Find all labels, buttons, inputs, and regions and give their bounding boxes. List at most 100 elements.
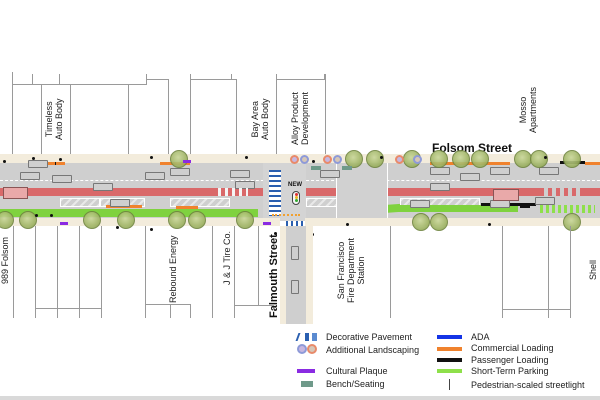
tree: [0, 211, 14, 229]
tree: [471, 150, 489, 168]
car: [20, 172, 40, 180]
tree: [188, 211, 206, 229]
streetlight: [35, 214, 38, 217]
streetlight-icon: [449, 379, 450, 390]
label-line: Station: [356, 256, 366, 285]
building-label-timeless-auto-body: Timeless Auto Body: [44, 98, 64, 140]
label-line: San Francisco: [336, 241, 346, 300]
label-line: Development: [300, 91, 310, 145]
label-line: Timeless: [44, 101, 54, 138]
streetlight: [150, 156, 153, 159]
cultural-plaque: [263, 222, 271, 225]
label-line: Fire Department: [346, 237, 356, 303]
streetlight: [346, 223, 349, 226]
legend-label: Cultural Plaque: [326, 366, 388, 376]
south-sidewalk-west: [0, 218, 280, 226]
streetlight: [380, 156, 383, 159]
legend-label: Pedestrian-scaled streetlight: [471, 380, 585, 390]
tree: [19, 211, 37, 229]
transit-lane-gap-markings: [540, 188, 580, 196]
cultural-plaque: [60, 222, 68, 225]
new-signal-label: NEW: [288, 182, 302, 188]
passenger-loading-zone: [55, 162, 56, 165]
legend-label: ADA: [471, 332, 490, 342]
label-line: Apartments: [528, 86, 538, 133]
streetlight: [312, 160, 315, 163]
legend-label: Additional Landscaping: [326, 345, 420, 355]
car: [93, 183, 113, 191]
label-line: 989 Folsom: [0, 236, 10, 284]
car: [230, 170, 250, 178]
landscaping: [323, 155, 332, 164]
label-line: Shell: [588, 259, 598, 280]
passenger-loading-zone: [520, 206, 530, 208]
streetlight: [544, 156, 547, 159]
tree: [345, 150, 363, 168]
falmouth-sidewalk-west: [280, 226, 286, 324]
decorative-pavement-icon: [295, 333, 321, 341]
building-label-sf-fire-station: San Francisco Fire Department Station: [336, 238, 366, 303]
car: [170, 168, 190, 176]
tree: [430, 213, 448, 231]
building-label-shell: Shell: [588, 260, 598, 280]
streetlight: [50, 214, 53, 217]
tree: [563, 213, 581, 231]
bike-lane-markings: [540, 205, 595, 213]
streetlight: [3, 160, 6, 163]
median-island: [336, 163, 388, 221]
streetlight: [245, 156, 248, 159]
bus: [3, 187, 28, 199]
cultural-plaque: [183, 160, 191, 163]
crossing-bars: [218, 188, 248, 196]
label-line: Auto Body: [260, 98, 270, 140]
streetlight: [274, 232, 277, 235]
tree: [236, 211, 254, 229]
tree: [530, 150, 548, 168]
building-label-rebound-energy: Rebound Energy: [168, 235, 178, 303]
building-label-bay-area-auto-body: Bay Area Auto Body: [250, 98, 270, 140]
bus: [493, 189, 519, 201]
legend-label: Bench/Seating: [326, 379, 385, 389]
ada-dotted-crossing: [272, 214, 300, 216]
label-line: Rebound Energy: [168, 235, 178, 303]
legend-label: Passenger Loading: [471, 355, 549, 365]
bench: [342, 166, 352, 170]
ada-icon: [437, 335, 462, 339]
landscaping-icon: [297, 344, 319, 354]
building-label-jj-tire: J & J Tire Co.: [222, 231, 232, 285]
car: [430, 183, 450, 191]
passenger-loading-icon: [437, 358, 462, 362]
commercial-loading-zone: [585, 162, 600, 165]
car: [410, 200, 430, 208]
car: [291, 246, 299, 260]
landscaping: [333, 155, 342, 164]
falmouth-roadway: [286, 226, 306, 324]
building-label-mosso-apartments: Mosso Apartments: [518, 87, 538, 133]
car: [535, 197, 555, 205]
car: [291, 280, 299, 294]
label-line: Mosso: [518, 96, 528, 124]
falmouth-sidewalk-east: [306, 226, 313, 324]
label-line: Alloy Product: [290, 91, 300, 145]
bottom-divider: [0, 396, 600, 400]
tree: [430, 150, 448, 168]
tree: [83, 211, 101, 229]
streetlight: [59, 158, 62, 161]
streetlight: [150, 228, 153, 231]
bench: [311, 166, 321, 170]
tree: [366, 150, 384, 168]
tree: [168, 211, 186, 229]
car: [320, 170, 340, 178]
car: [110, 199, 130, 207]
streetlight: [116, 226, 119, 229]
hatched-buffer: [170, 198, 230, 207]
commercial-loading-zone: [430, 162, 510, 165]
tree: [170, 150, 188, 168]
short-term-parking-icon: [437, 369, 462, 373]
car: [490, 167, 510, 175]
legend-label: Commercial Loading: [471, 343, 554, 353]
building-label-989-folsom: 989 Folsom: [0, 237, 10, 284]
building-label-alloy-product-development: Alloy Product Development: [290, 92, 310, 145]
car: [28, 160, 48, 168]
car: [539, 167, 559, 175]
